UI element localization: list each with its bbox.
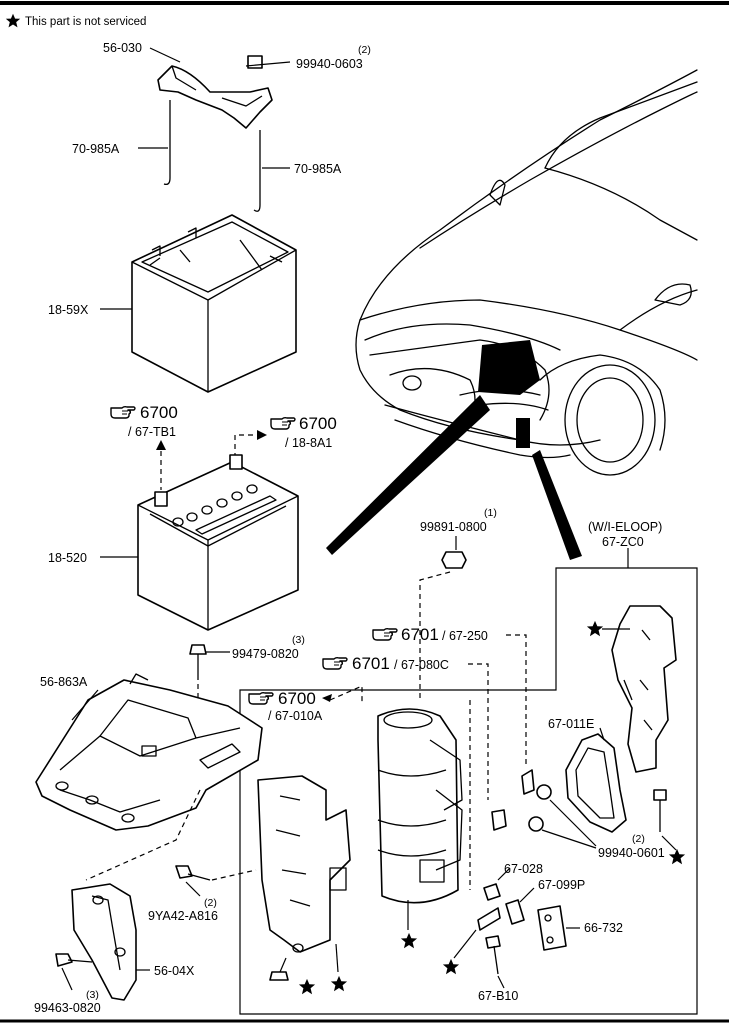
label-bolt-bottom-qty: (3) — [86, 989, 99, 1001]
label-99463-0820: 99463-0820 — [34, 1001, 101, 1015]
ref4-sub: / 67-080C — [394, 658, 449, 672]
eloop-mount-bracket — [586, 605, 686, 865]
star-icon — [442, 958, 460, 975]
reference-6701-080c[interactable]: 6701 / 67-080C — [322, 654, 449, 673]
label-67-ZC0: 67-ZC0 — [602, 535, 644, 549]
callout-wedge-eloop — [532, 450, 582, 560]
label-18-520: 18-520 — [48, 551, 87, 565]
battery-tray — [35, 673, 263, 831]
label-nut-right-qty: (2) — [632, 833, 645, 845]
label-99891-0800: 99891-0800 — [420, 520, 487, 534]
part-66-732 — [537, 905, 567, 951]
label-56-863A: 56-863A — [40, 675, 88, 689]
ref4-number: 6701 — [352, 654, 390, 673]
label-bolt-tray-qty: (3) — [292, 634, 305, 646]
label-56-04X: 56-04X — [154, 964, 195, 978]
label-67-B10: 67-B10 — [478, 989, 518, 1003]
label-70-985A-right: 70-985A — [294, 162, 342, 176]
label-66-732: 66-732 — [584, 921, 623, 935]
label-67-011E: 67-011E — [548, 717, 594, 731]
pointing-hand-icon — [322, 656, 348, 670]
label-67-028: 67-028 — [504, 862, 543, 876]
label-nut-mid-qty: (1) — [484, 507, 497, 519]
label-bolt-9ya-qty: (2) — [204, 897, 217, 909]
eloop-capacitor — [377, 708, 463, 949]
ref1-sub: / 67-TB1 — [128, 425, 176, 439]
hold-down-rods — [138, 100, 290, 212]
nut-67-028 — [483, 883, 501, 901]
note-text: This part is not serviced — [25, 16, 146, 28]
reference-6700-010a[interactable]: 6700 / 67-010A — [248, 689, 323, 723]
bolt-99463-0820 — [55, 953, 93, 991]
battery — [100, 454, 299, 631]
label-67-099P: 67-099P — [538, 878, 585, 892]
label-eloop-title: (W/I-ELOOP) — [588, 520, 662, 534]
reference-6700-8a1[interactable]: 6700 / 18-8A1 — [270, 414, 337, 450]
eloop-location-highlight — [516, 418, 530, 448]
ref5-sub: / 67-010A — [268, 709, 323, 723]
reference-6700-tb1[interactable]: 6700 / 67-TB1 — [110, 403, 178, 439]
bracket-56-04X — [71, 883, 150, 1001]
pointing-hand-icon — [110, 405, 136, 419]
label-nut-top-qty: (2) — [358, 44, 371, 56]
label-56-030: 56-030 — [103, 41, 142, 55]
vehicle-illustration — [326, 69, 698, 560]
star-icon — [5, 13, 21, 28]
label-99479-0820: 99479-0820 — [232, 647, 299, 661]
pointing-hand-icon — [248, 691, 274, 705]
label-9YA42-A816: 9YA42-A816 — [148, 909, 218, 923]
ref5-number: 6700 — [278, 689, 316, 708]
small-hardware — [442, 700, 597, 989]
star-icon — [400, 932, 418, 949]
reference-6701-250[interactable]: 6701 / 67-250 — [372, 625, 488, 644]
bolt-99479-0820 — [189, 644, 230, 680]
label-99940-0603: 99940-0603 — [296, 57, 363, 71]
pointing-hand-icon — [372, 627, 398, 641]
star-icon — [586, 620, 604, 637]
star-icon — [668, 848, 686, 865]
part-67-099P — [505, 899, 525, 925]
cover-67-011E — [565, 727, 627, 833]
ref2-number: 6700 — [299, 414, 337, 433]
pointing-hand-icon — [270, 416, 296, 430]
hold-down-bracket — [149, 47, 291, 129]
battery-cover — [100, 214, 297, 393]
ref2-sub: / 18-8A1 — [285, 436, 332, 450]
nut-99891-0800 — [441, 551, 467, 569]
star-icon — [298, 978, 316, 995]
star-icon — [330, 975, 348, 992]
ref1-number: 6700 — [140, 403, 178, 422]
ref3-sub: / 67-250 — [442, 629, 488, 643]
eloop-side-bracket — [257, 775, 351, 995]
ref3-number: 6701 — [401, 625, 439, 644]
header-note: This part is not serviced — [5, 13, 146, 28]
label-70-985A-left: 70-985A — [72, 142, 120, 156]
label-99940-0601: 99940-0601 — [598, 846, 665, 860]
callout-wedge-battery — [326, 395, 490, 555]
battery-location-highlight — [478, 340, 540, 395]
bolt-9YA42-A816 — [175, 865, 257, 897]
eloop-frame — [239, 548, 698, 1015]
label-18-59X: 18-59X — [48, 303, 89, 317]
